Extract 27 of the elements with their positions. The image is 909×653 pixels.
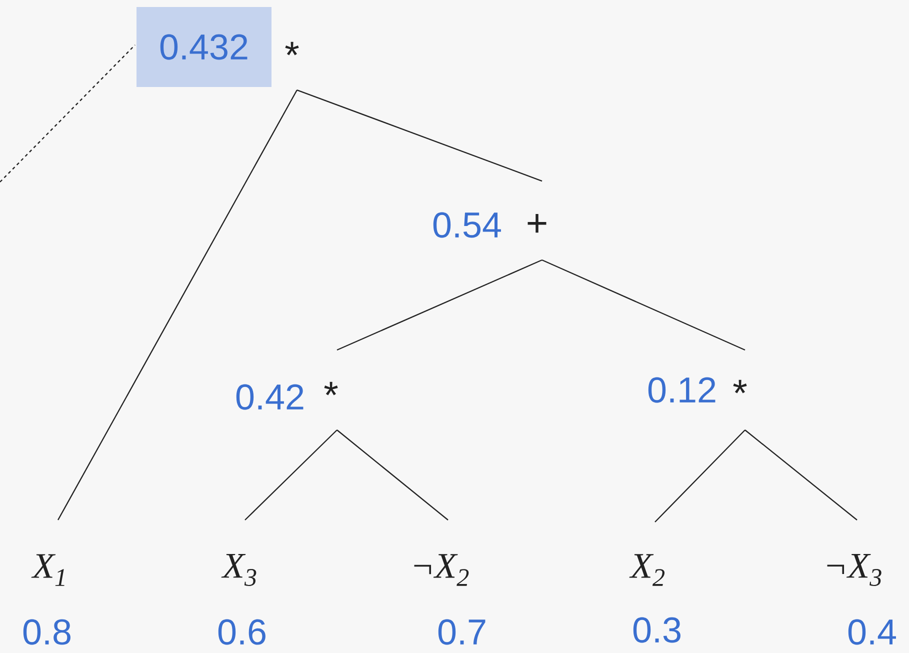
tree-edge — [336, 430, 448, 520]
tree-edge — [296, 89, 542, 182]
operator-symbol: * — [324, 382, 338, 396]
tree-edge — [654, 430, 746, 522]
tree-edge — [57, 90, 298, 520]
value-label: 0.3 — [633, 617, 680, 643]
operator-symbol: * — [285, 42, 299, 56]
operator-symbol: * — [733, 380, 747, 394]
dashed-line — [0, 44, 136, 182]
operator-symbol: + — [528, 214, 546, 233]
tree-edge — [744, 430, 858, 520]
variable-label: X$_{2}$ — [629, 554, 664, 586]
variable-label: X$_{1}$ — [31, 554, 64, 586]
value-label: 0.42 — [236, 384, 304, 410]
value-label: 0.12 — [648, 377, 716, 403]
value-label: 0.6 — [218, 619, 266, 645]
value-label: 0.4 — [848, 619, 896, 645]
tree-edge — [336, 259, 542, 351]
variable-label: ¬X$_{2}$ — [414, 554, 469, 586]
variable-label: X$_{3}$ — [221, 554, 256, 586]
value-label: 0.7 — [438, 619, 486, 645]
value-label: 0.54 — [433, 212, 501, 238]
value-label: 0.432 — [136, 7, 272, 87]
value-label: 0.8 — [23, 619, 70, 645]
tree-edge — [542, 259, 746, 351]
tree-edge — [244, 430, 338, 520]
variable-label: ¬X$_{3}$ — [827, 554, 882, 586]
